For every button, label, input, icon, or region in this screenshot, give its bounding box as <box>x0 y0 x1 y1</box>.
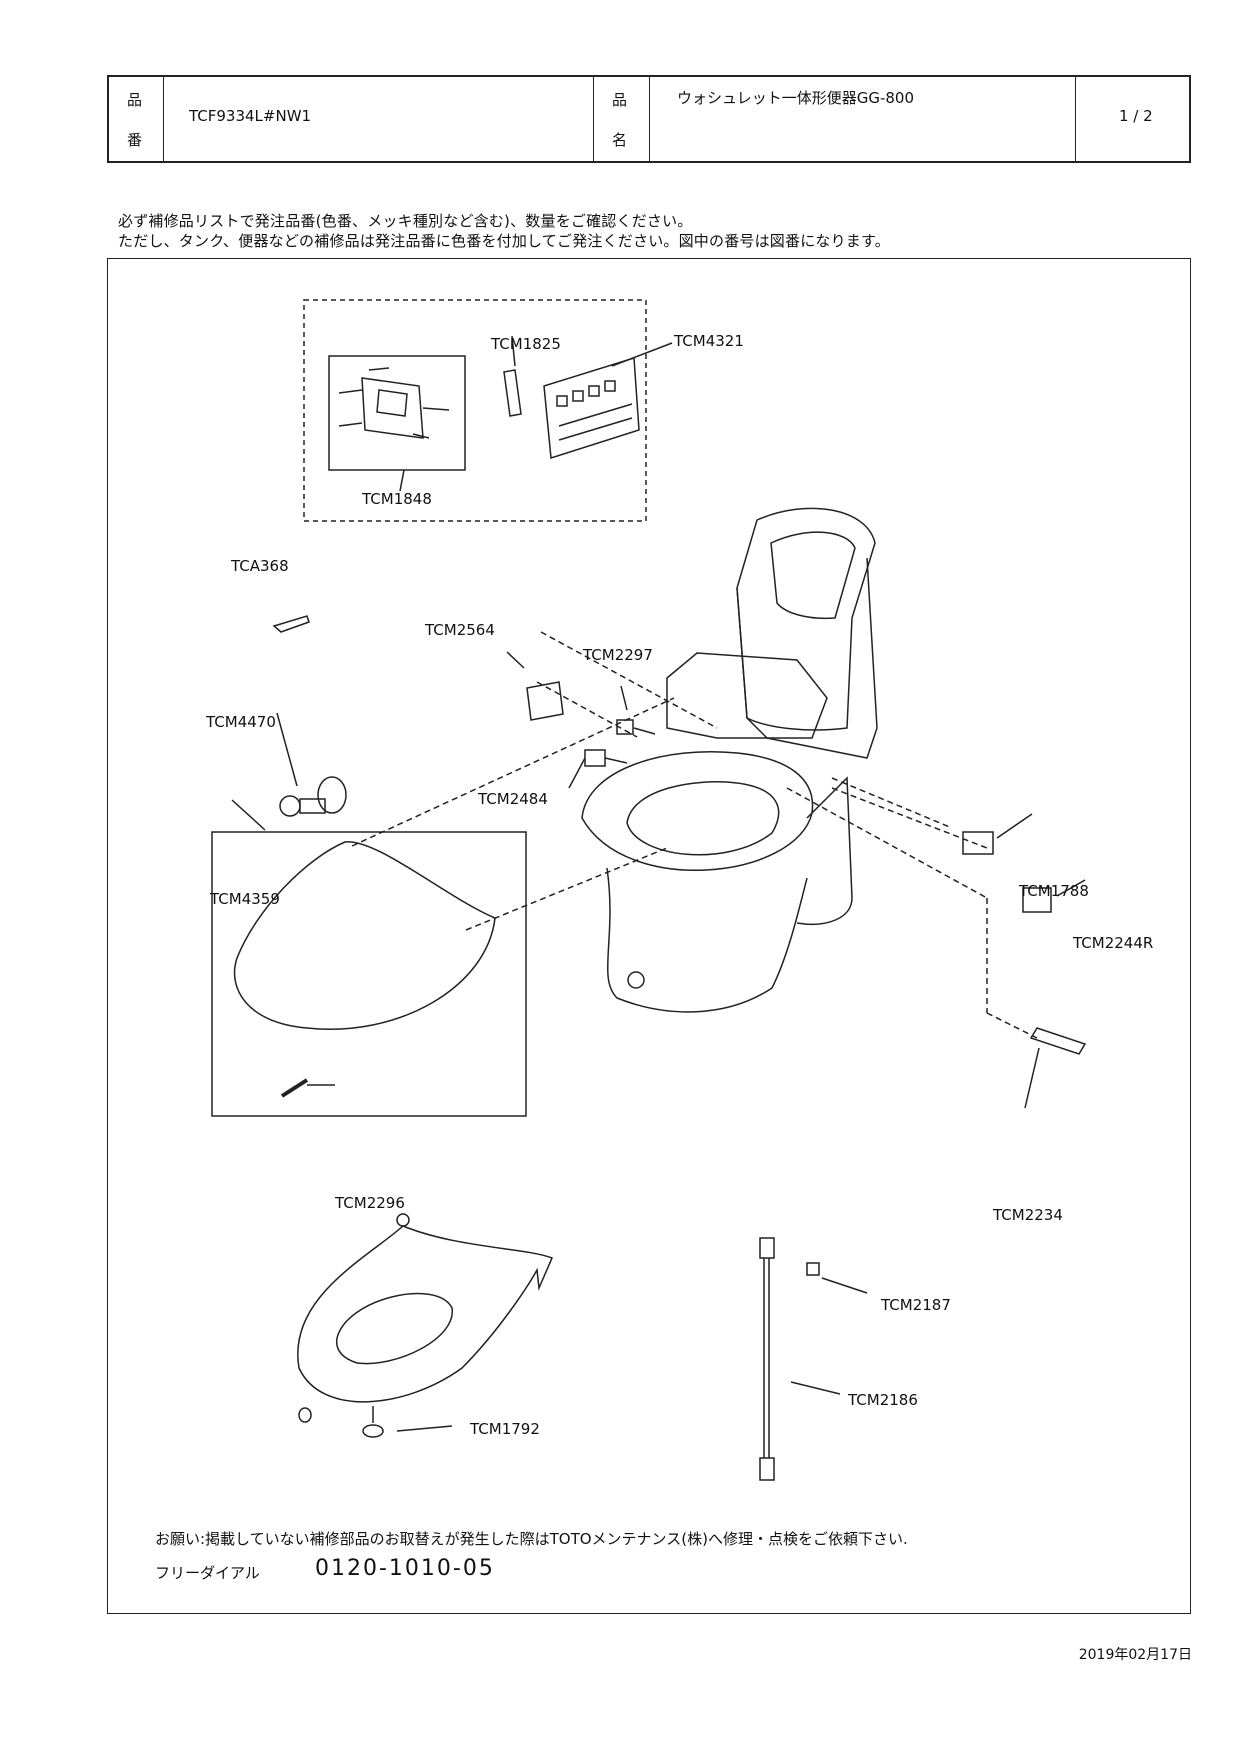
lid-group-box <box>211 831 527 1117</box>
page-number: 1 / 2 <box>1119 107 1153 125</box>
leader-line <box>511 335 516 367</box>
leader-line <box>996 813 1033 839</box>
bracket-clip-drawing <box>272 615 310 633</box>
issue-date: 2019年02月17日 <box>1078 1647 1192 1663</box>
leader-line <box>506 651 525 669</box>
part-label: TCM2186 <box>847 1391 918 1409</box>
free-dial-number: 0120-1010-05 <box>315 1556 495 1581</box>
part-label: TCM2297 <box>582 646 653 664</box>
leader-line <box>231 799 266 831</box>
leader-line <box>611 342 673 367</box>
divider <box>1075 77 1076 161</box>
free-dial-label: フリーダイアル <box>155 1564 260 1582</box>
supply-hose-drawing <box>759 1237 820 1481</box>
cover-drawing <box>1022 887 1052 913</box>
part-label: TCM2296 <box>334 1194 405 1212</box>
leader-line <box>1056 879 1086 897</box>
part-label: TCM1792 <box>469 1420 540 1438</box>
remote-group-box <box>303 299 647 522</box>
part-label: TCM2244R <box>1072 934 1153 952</box>
wall-bracket-drawing <box>338 367 450 439</box>
plate-drawing <box>526 681 564 721</box>
leader-line <box>620 685 628 711</box>
notice-line-1: 必ず補修品リストで発注品番(色番、メッキ種別など含む)、数量をご確認ください。 <box>118 212 693 230</box>
product-name-label-bottom: 名 <box>612 131 628 149</box>
product-no-label-top: 品 <box>127 91 143 109</box>
leader-line <box>396 1425 453 1432</box>
part-label: TCM2187 <box>880 1296 951 1314</box>
product-name: ウォシュレット一体形便器GG-800 <box>677 89 914 107</box>
divider <box>593 77 594 161</box>
part-label: TCM2234 <box>992 1206 1063 1224</box>
part-label: TCM1848 <box>361 490 432 508</box>
connector-drawing <box>584 749 606 767</box>
strainer-drawing <box>1029 1027 1087 1055</box>
spring-drawing <box>280 1078 309 1098</box>
leader-line <box>568 757 586 789</box>
header-table: 品 番 TCF9334L#NW1 品 名 ウォシュレット一体形便器GG-800 … <box>107 75 1191 163</box>
filter-drawing <box>962 831 994 855</box>
remote-controller-drawing <box>543 357 640 459</box>
part-label: TCM4359 <box>209 890 280 908</box>
part-label: TCM4321 <box>673 332 744 350</box>
toilet-seat-drawing <box>297 1213 553 1438</box>
divider <box>163 77 164 161</box>
part-label: TCM1825 <box>490 335 561 353</box>
leader-line <box>1024 1047 1040 1109</box>
leader-line <box>399 469 405 492</box>
remote-cover-drawing <box>503 369 522 417</box>
diagram-frame <box>107 258 1191 1614</box>
part-label: TCA368 <box>230 557 289 575</box>
assembly-lines <box>351 631 1038 1039</box>
part-label: TCM4470 <box>205 713 276 731</box>
notice-line-2: ただし、タンク、便器などの補修品は発注品番に色番を付加してご発注ください。図中の… <box>118 232 890 250</box>
product-number: TCF9334L#NW1 <box>189 107 312 125</box>
wall-bracket-box <box>328 355 466 471</box>
repair-request-note: お願い:掲載していない補修部品のお取替えが発生した際はTOTOメンテナンス(株)… <box>155 1530 908 1548</box>
stop-valve-drawing <box>276 712 347 817</box>
product-no-label-bottom: 番 <box>127 131 143 149</box>
product-name-label-top: 品 <box>612 91 628 109</box>
part-label: TCM2484 <box>477 790 548 808</box>
part-label: TCM2564 <box>424 621 495 639</box>
part-label: TCM1788 <box>1018 882 1089 900</box>
leader-line <box>790 1381 841 1395</box>
divider <box>649 77 650 161</box>
seat-lid-drawing <box>233 841 496 1030</box>
exploded-parts-diagram: TCM1825 TCM4321 TCM1848 TCA368 TCM2564 T… <box>205 299 1153 1481</box>
toilet-body-drawing <box>581 507 878 1013</box>
leader-line <box>821 1277 868 1294</box>
